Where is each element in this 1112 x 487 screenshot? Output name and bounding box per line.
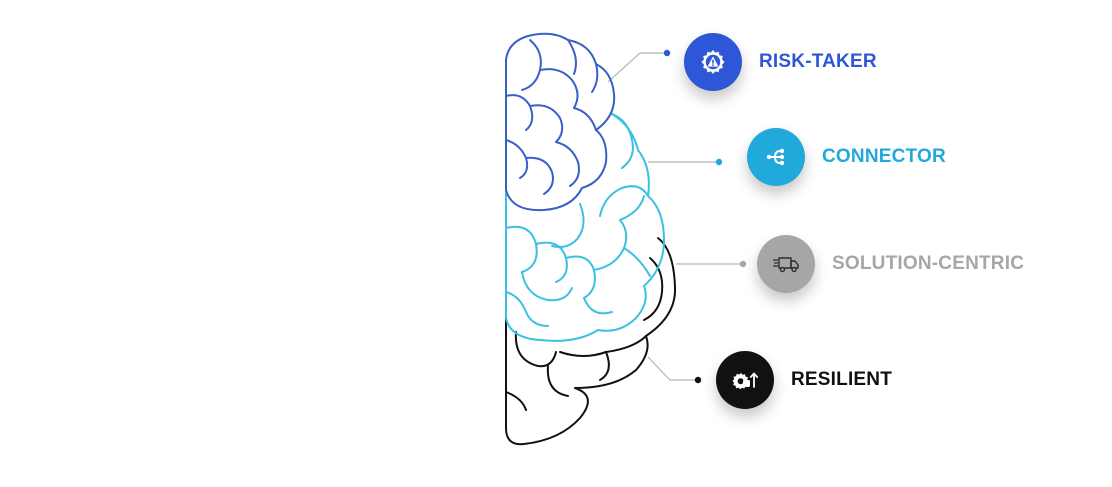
leader-dots bbox=[663, 49, 747, 384]
resilient-label: RESILIENT bbox=[791, 369, 893, 390]
solution-centric-label: SOLUTION-CENTRIC bbox=[832, 253, 1025, 274]
leader-dot-risk bbox=[663, 49, 671, 57]
connector-badge bbox=[747, 128, 805, 186]
brain-top-lobe bbox=[505, 32, 616, 212]
trait-solution-centric: SOLUTION-CENTRIC bbox=[757, 235, 1024, 293]
delivery-truck-icon bbox=[772, 257, 799, 273]
leader-dot-solution bbox=[739, 260, 747, 268]
brain-bottom-lobe bbox=[505, 237, 677, 446]
trait-resilient: RESILIENT bbox=[716, 351, 892, 409]
solution-centric-badge bbox=[757, 235, 815, 293]
network-branch-icon bbox=[766, 148, 785, 166]
leader-dot-resilient bbox=[694, 376, 702, 384]
connector-label: CONNECTOR bbox=[822, 146, 946, 167]
resilient-badge bbox=[716, 351, 774, 409]
risk-taker-badge bbox=[684, 33, 742, 91]
leader-dot-connector bbox=[715, 158, 723, 166]
trait-connector: CONNECTOR bbox=[747, 128, 946, 186]
trait-risk-taker: RISK-TAKER bbox=[684, 33, 877, 91]
leader-lines bbox=[607, 52, 742, 381]
gear-hand-arrow-icon bbox=[732, 372, 759, 390]
leader-line-resilient bbox=[647, 356, 697, 381]
leader-line-risk bbox=[607, 52, 666, 83]
brain-middle-lobe bbox=[505, 113, 665, 342]
risk-taker-label: RISK-TAKER bbox=[759, 51, 877, 72]
warning-gear-icon bbox=[701, 50, 725, 74]
